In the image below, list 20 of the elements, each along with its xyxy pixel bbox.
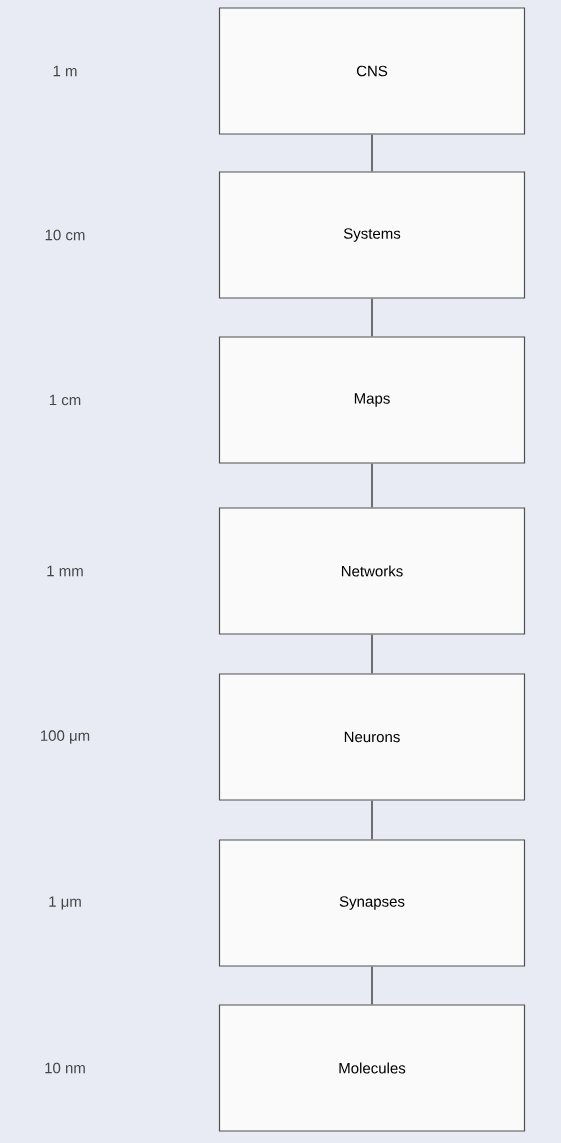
level-box: Synapses bbox=[218, 839, 526, 967]
scale-label: 1 m bbox=[53, 65, 77, 77]
level-box: Networks bbox=[218, 507, 526, 635]
level-box: CNS bbox=[218, 7, 526, 135]
level-box: Systems bbox=[218, 171, 526, 299]
connector-line bbox=[371, 462, 373, 509]
scale-label: 1 μm bbox=[49, 896, 81, 910]
scale-label: 1 cm bbox=[49, 394, 81, 406]
connector-line bbox=[371, 297, 373, 338]
connector-line bbox=[371, 133, 373, 173]
connector-line bbox=[371, 633, 373, 675]
connector-line bbox=[371, 965, 373, 1006]
scale-label: 100 μm bbox=[41, 730, 90, 744]
scale-label: 10 nm bbox=[45, 1062, 85, 1074]
level-box: Neurons bbox=[218, 673, 526, 801]
level-box: Molecules bbox=[218, 1004, 526, 1132]
scale-label: 1 mm bbox=[47, 565, 83, 577]
connector-line bbox=[371, 799, 373, 841]
level-box: Maps bbox=[218, 336, 526, 464]
scale-label: 10 cm bbox=[45, 229, 85, 241]
